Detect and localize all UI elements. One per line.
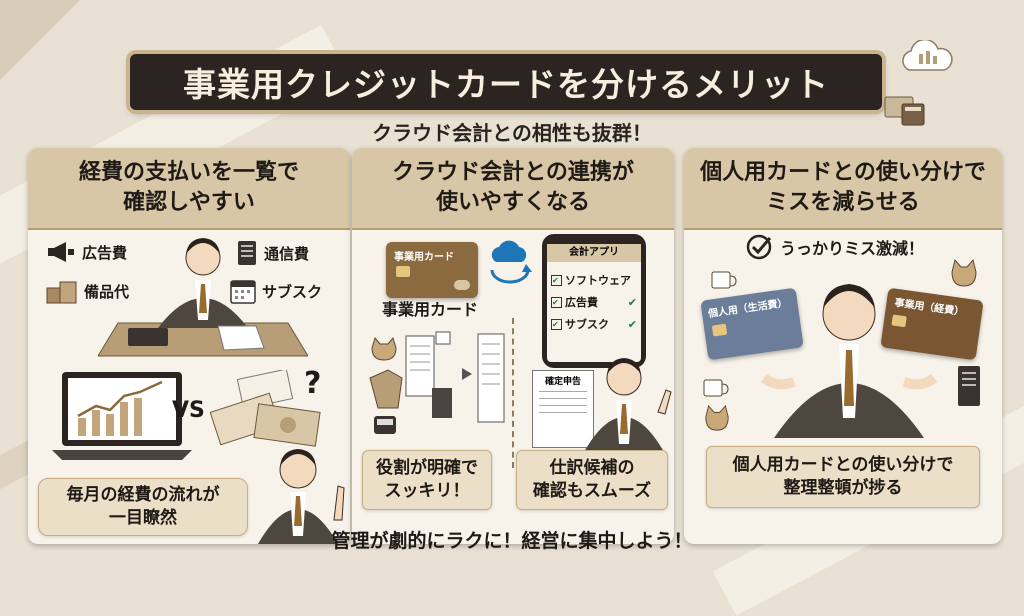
card-caption: 事業用カード — [382, 300, 479, 319]
businessman-thumbs-illustration — [584, 358, 672, 452]
panel-heading-line: 使いやすくなる — [435, 190, 590, 215]
checklist-item: ✔サブスク✔ — [551, 317, 637, 331]
label-advertising: 広告費 — [46, 240, 127, 264]
tag-clear-roles: 役割が明確でスッキリ！ — [362, 450, 492, 510]
panel-heading: 個人用カードとの使い分けで ミスを減らせる — [684, 148, 1002, 230]
server-icon — [958, 366, 980, 406]
businessman-two-cards-illustration — [760, 284, 938, 438]
receipts-illustration — [369, 331, 505, 434]
label-subscription: サブスク — [230, 278, 322, 304]
page-subtitle: クラウド会計との相性も抜群！ — [372, 121, 652, 145]
title-banner: 事業用クレジットカードを分けるメリット — [130, 54, 882, 110]
panel-heading: クラウド会計との連携が 使いやすくなる — [352, 148, 674, 230]
calculator-icon — [884, 96, 925, 126]
checklist-item: ✔広告費✔ — [551, 295, 637, 309]
coffee-icon — [703, 379, 729, 397]
app-checklist: ✔ソフトウェア ✔広告費✔ ✔サブスク✔ — [547, 262, 641, 342]
sync-icon — [490, 240, 532, 284]
card-chip — [891, 314, 907, 328]
phone-app-icon: 会計アプリ ✔ソフトウェア ✔広告費✔ ✔サブスク✔ — [542, 234, 646, 368]
cat-icon — [951, 258, 977, 287]
coffee-icon — [711, 271, 737, 289]
boxes-icon — [46, 281, 77, 304]
laptop-chart-icon — [52, 372, 192, 460]
calendar-icon — [230, 280, 256, 304]
corner-decoration — [0, 0, 80, 80]
panel-heading-line: 確認しやすい — [123, 190, 255, 215]
tag-organize: 個人用カードとの使い分けで整理整頓が捗る — [706, 446, 980, 508]
tag-smooth-check: 仕訳候補の確認もスムーズ — [516, 450, 668, 510]
businessman-at-desk-illustration — [98, 238, 308, 357]
cloud-icon — [902, 40, 953, 71]
server-icon — [238, 241, 256, 265]
train-icon — [374, 416, 396, 434]
tax-document: 確定申告 — [532, 370, 594, 448]
speech-bubble: 毎月の経費の流れが 一目瞭然 — [38, 478, 248, 536]
divider — [512, 318, 514, 468]
checklist-item: ✔ソフトウェア — [551, 274, 631, 287]
panel-expense-overview: 経費の支払いを一覧で 確認しやすい 広告費 通信費 備品代 サブスク VS ? — [28, 148, 350, 544]
panel-heading-line: ミスを減らせる — [766, 190, 920, 215]
vs-label: VS — [172, 398, 205, 423]
card-chip — [711, 323, 728, 337]
question-mark: ? — [304, 366, 322, 401]
check-message: うっかりミス激減！ — [746, 234, 924, 260]
money-icon — [210, 370, 321, 447]
panel-cloud-integration: クラウド会計との連携が 使いやすくなる 事業用カード 事業用カード 会計アプリ … — [352, 148, 674, 544]
panel-heading: 経費の支払いを一覧で 確認しやすい — [28, 148, 350, 230]
app-title: 会計アプリ — [547, 244, 641, 262]
cat-icon — [371, 336, 397, 361]
footer-message: 管理が劇的にラクに！経営に集中しよう！ — [331, 530, 693, 552]
panel-heading-line: 経費の支払いを一覧で — [78, 160, 299, 185]
businessman-pointing-illustration — [258, 449, 345, 544]
label-communication: 通信費 — [236, 240, 309, 266]
cat-icon — [705, 404, 729, 431]
business-card: 事業用カード — [386, 242, 478, 298]
check-icon — [746, 234, 772, 260]
card-chip — [396, 266, 410, 277]
panel-heading-line: 個人用カードとの使い分けで — [700, 160, 986, 185]
megaphone-icon — [48, 242, 74, 262]
label-supplies: 備品代 — [46, 278, 129, 304]
panel-separate-cards: 個人用カードとの使い分けで ミスを減らせる うっかりミス激減！ 個人用（生活費）… — [684, 148, 1002, 544]
page-title: 事業用クレジットカードを分けるメリット — [183, 65, 829, 104]
panel-heading-line: クラウド会計との連携が — [392, 160, 634, 185]
coffee-icon — [435, 331, 451, 345]
